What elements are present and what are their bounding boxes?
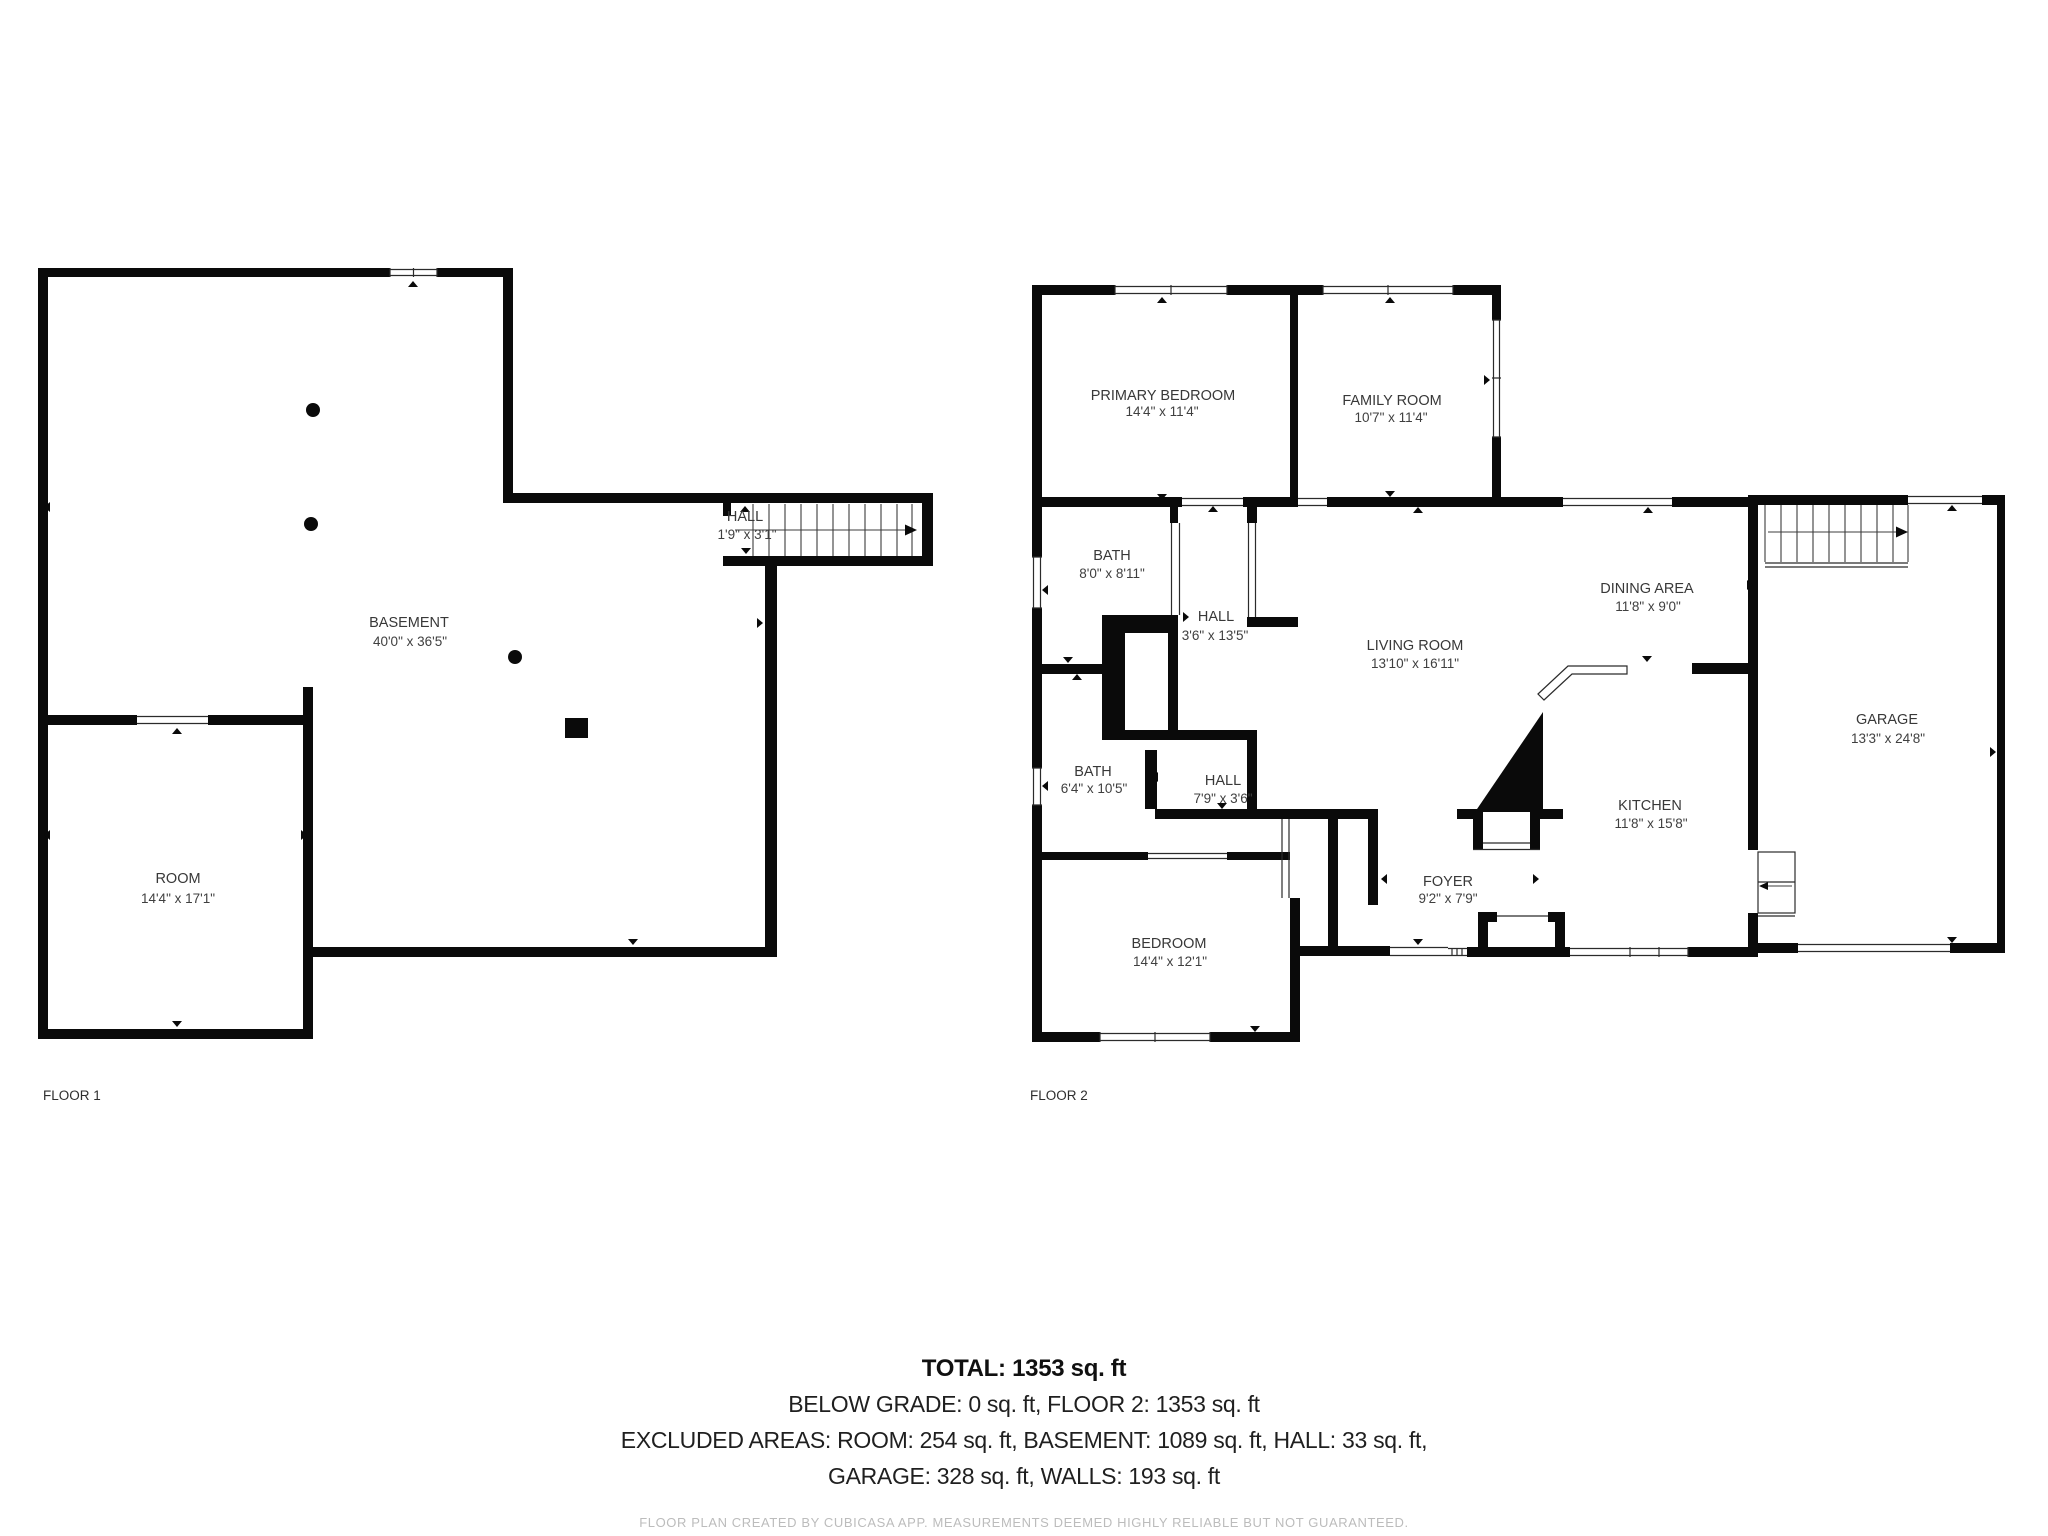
room-name: BASEMENT	[369, 615, 449, 631]
room-dims: 13'3" x 24'8"	[1851, 731, 1925, 746]
room-dims: 11'8" x 15'8"	[1614, 816, 1687, 831]
fireplace-chimney	[1475, 712, 1543, 812]
floor1-plan: BASEMENT 40'0" x 36'5" ROOM 14'4" x 17'1…	[38, 268, 933, 1103]
floor2-plan: PRIMARY BEDROOM 14'4" x 11'4" FAMILY ROO…	[1030, 285, 2005, 1103]
room-name: ROOM	[155, 871, 200, 887]
floor1-walls	[38, 268, 933, 1039]
room-dims: 1'9" x 3'1"	[717, 527, 776, 542]
room-dims: 6'4" x 10'5"	[1061, 781, 1128, 796]
room-dims: 13'10" x 16'11"	[1371, 656, 1459, 671]
room-dims: 14'4" x 17'1"	[141, 891, 215, 906]
room-name: FOYER	[1423, 874, 1473, 890]
room-name: FAMILY ROOM	[1342, 393, 1441, 409]
floor1-window-top	[389, 268, 438, 277]
floor1-label: FLOOR 1	[43, 1088, 101, 1103]
summary-line-grade: BELOW GRADE: 0 sq. ft, FLOOR 2: 1353 sq.…	[788, 1391, 1260, 1417]
room-dims: 3'6" x 13'5"	[1182, 628, 1249, 643]
room-name: KITCHEN	[1618, 798, 1682, 814]
room-name: PRIMARY BEDROOM	[1091, 388, 1236, 404]
room-label-hall-f1: HALL 1'9" x 3'1"	[717, 509, 776, 542]
room-label-bath-lower: BATH 6'4" x 10'5"	[1061, 764, 1128, 796]
room-label-family-room: FAMILY ROOM 10'7" x 11'4"	[1342, 393, 1441, 425]
room-dims: 7'9" x 3'6"	[1193, 791, 1252, 806]
floor2-stairs	[1764, 505, 1909, 568]
floor2-windows	[1032, 285, 1689, 1042]
garage-steps	[1757, 851, 1796, 917]
room-label-primary-bedroom: PRIMARY BEDROOM 14'4" x 11'4"	[1091, 388, 1236, 419]
room-label-kitchen: KITCHEN 11'8" x 15'8"	[1614, 798, 1687, 831]
floor1-room-doorway	[137, 715, 208, 725]
summary-total: TOTAL: 1353 sq. ft	[922, 1355, 1127, 1382]
room-dims: 14'4" x 12'1"	[1133, 954, 1207, 969]
room-name: HALL	[1198, 609, 1234, 625]
room-label-basement: BASEMENT 40'0" x 36'5"	[369, 615, 449, 649]
floor1-stairs	[735, 504, 917, 556]
room-name: HALL	[727, 509, 763, 525]
room-label-garage: GARAGE 13'3" x 24'8"	[1851, 712, 1925, 746]
room-name: BATH	[1074, 764, 1112, 780]
room-label-hall-lower: HALL 7'9" x 3'6"	[1193, 773, 1252, 806]
room-name: DINING AREA	[1600, 581, 1694, 597]
room-dims: 40'0" x 36'5"	[373, 634, 447, 649]
kitchen-counter	[1537, 665, 1628, 701]
floor2-label: FLOOR 2	[1030, 1088, 1088, 1103]
room-dims: 9'2" x 7'9"	[1418, 891, 1477, 906]
room-dims: 10'7" x 11'4"	[1354, 410, 1427, 425]
room-label-living-room: LIVING ROOM 13'10" x 16'11"	[1367, 638, 1464, 671]
room-name: HALL	[1205, 773, 1241, 789]
floor1-columns	[304, 403, 588, 738]
room-label-room: ROOM 14'4" x 17'1"	[141, 871, 215, 906]
room-name: BATH	[1093, 548, 1131, 564]
room-label-foyer: FOYER 9'2" x 7'9"	[1418, 874, 1477, 906]
room-dims: 11'8" x 9'0"	[1615, 599, 1681, 614]
summary-line-garage-walls: GARAGE: 328 sq. ft, WALLS: 193 sq. ft	[828, 1463, 1221, 1489]
floor2-markers	[1042, 297, 1996, 1032]
summary-line-excluded: EXCLUDED AREAS: ROOM: 254 sq. ft, BASEME…	[621, 1427, 1427, 1453]
room-label-hall-upper: HALL 3'6" x 13'5"	[1182, 609, 1249, 643]
room-dims: 14'4" x 11'4"	[1125, 404, 1198, 419]
room-name: GARAGE	[1856, 712, 1918, 728]
room-label-dining-area: DINING AREA 11'8" x 9'0"	[1600, 581, 1694, 614]
room-name: BEDROOM	[1132, 936, 1207, 952]
floor2-openings	[1148, 495, 1982, 957]
area-summary: TOTAL: 1353 sq. ft BELOW GRADE: 0 sq. ft…	[621, 1355, 1428, 1530]
floor2-walls	[1032, 285, 2005, 1042]
floor1-markers	[44, 281, 763, 1027]
room-label-bath-upper: BATH 8'0" x 8'11"	[1079, 548, 1145, 581]
footer-disclaimer: FLOOR PLAN CREATED BY CUBICASA APP. MEAS…	[639, 1515, 1409, 1530]
room-label-bedroom: BEDROOM 14'4" x 12'1"	[1132, 936, 1208, 969]
room-dims: 8'0" x 8'11"	[1079, 566, 1145, 581]
room-name: LIVING ROOM	[1367, 638, 1464, 654]
